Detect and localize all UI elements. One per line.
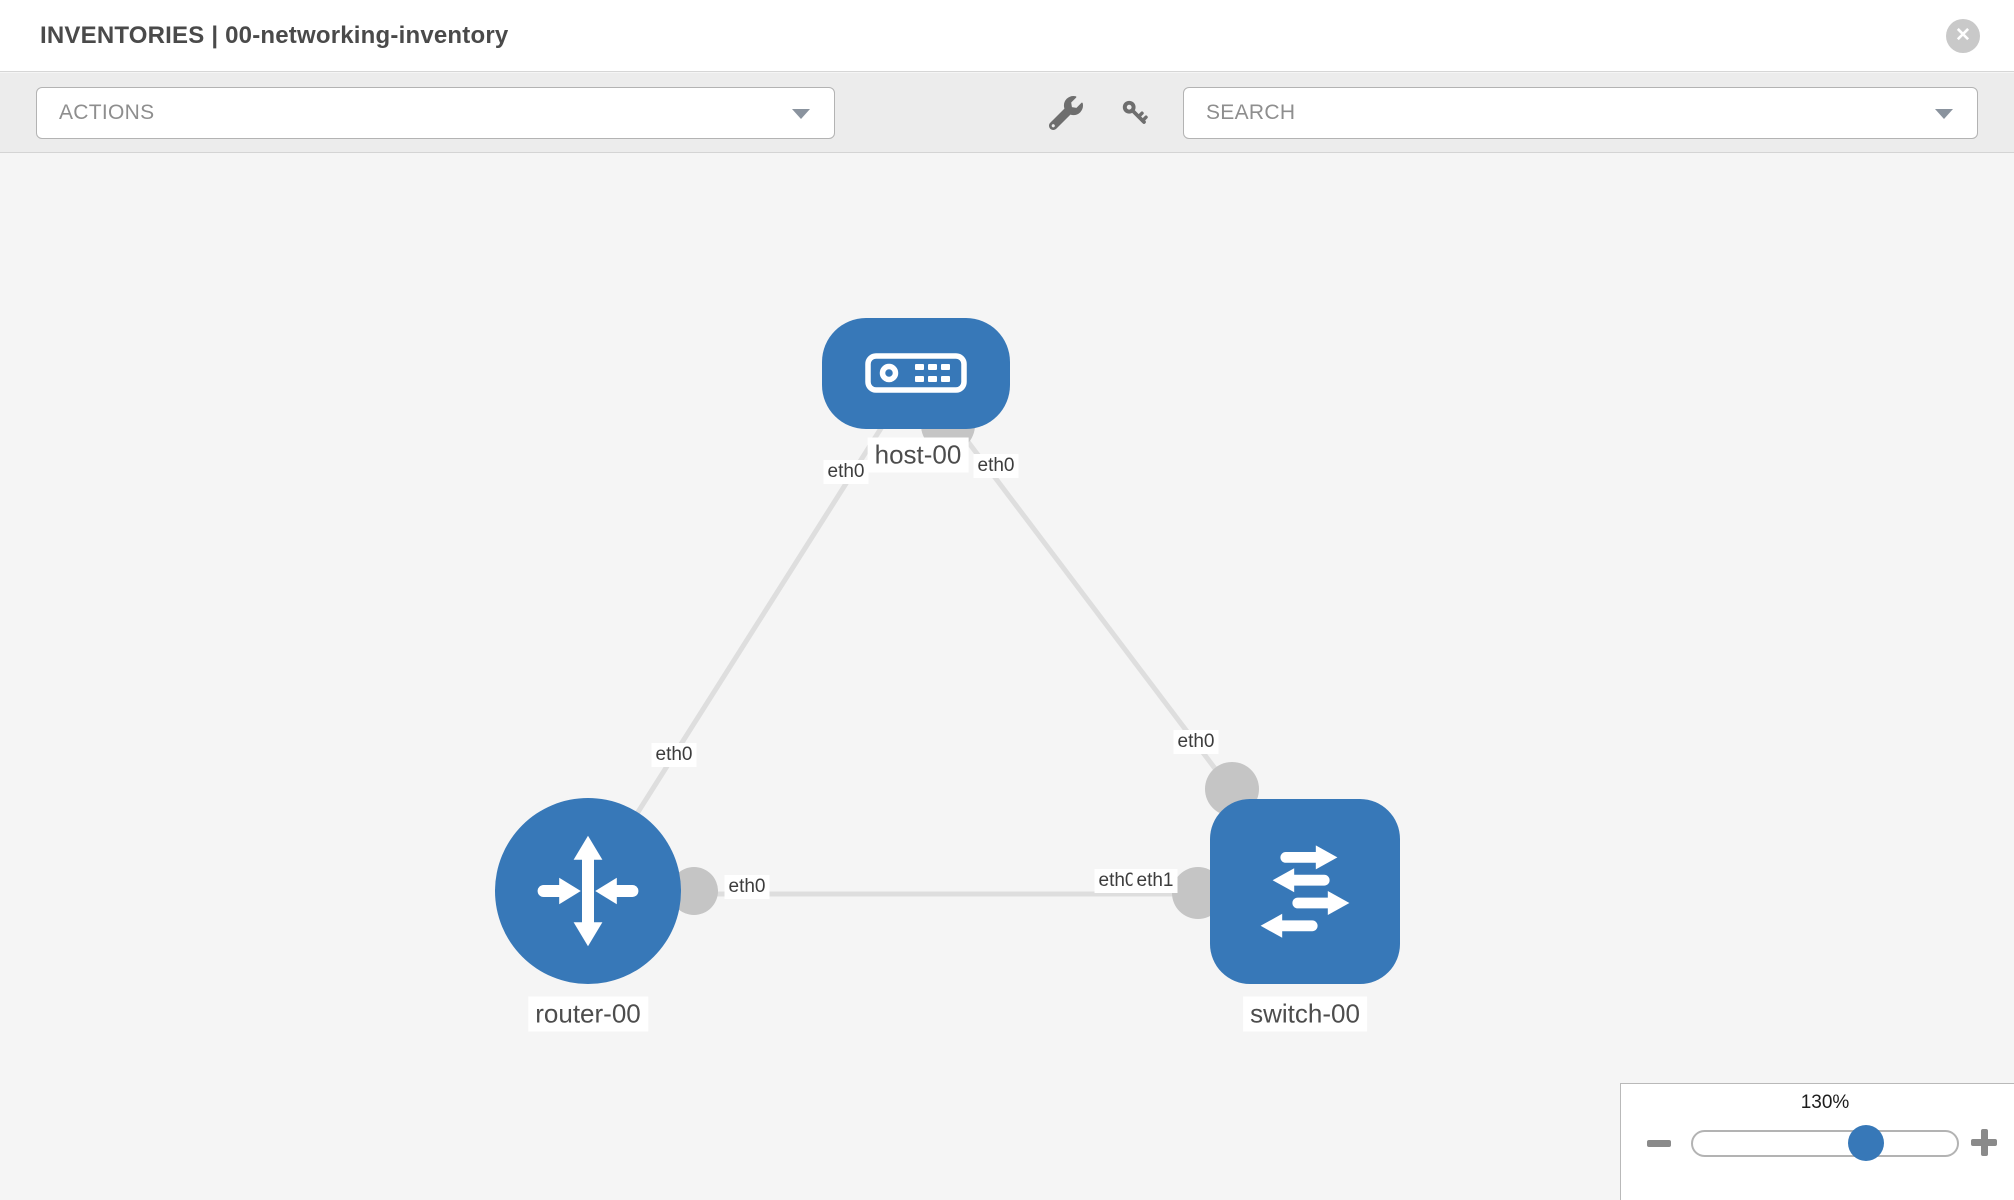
interface-label: eth0 xyxy=(1094,869,1140,893)
interface-label: eth0 xyxy=(651,743,697,767)
node-host[interactable] xyxy=(822,318,1010,429)
wrench-icon xyxy=(1044,96,1088,130)
interface-label: eth0 xyxy=(724,875,770,899)
caret-down-icon xyxy=(792,109,810,119)
node-label-switch: switch-00 xyxy=(1243,996,1367,1032)
node-label-router: router-00 xyxy=(528,996,648,1032)
zoom-out-button[interactable] xyxy=(1645,1130,1675,1156)
host-icon xyxy=(865,353,967,393)
actions-dropdown-label: ACTIONS xyxy=(59,101,155,124)
interface-label: eth0 xyxy=(823,460,869,484)
credentials-button[interactable] xyxy=(1113,95,1157,131)
node-switch[interactable] xyxy=(1210,799,1400,984)
zoom-slider-track[interactable] xyxy=(1691,1125,1959,1161)
interface-label: eth0 xyxy=(973,454,1019,478)
interface-label: eth1 xyxy=(1132,869,1178,893)
switch-icon xyxy=(1260,845,1350,938)
zoom-level: 130% xyxy=(1800,1092,1850,1113)
caret-down-icon xyxy=(1935,109,1953,119)
page-header: INVENTORIES | 00-networking-inventory ✕ xyxy=(0,0,2014,72)
close-icon[interactable]: ✕ xyxy=(1946,19,1980,53)
router-icon xyxy=(537,835,639,947)
zoom-slider-thumb[interactable] xyxy=(1848,1125,1884,1161)
topology-canvas[interactable]: host-00 router-00 switch-00 eth0 eth0 et… xyxy=(0,154,2014,1200)
tools-button[interactable] xyxy=(1044,95,1088,131)
key-icon xyxy=(1113,96,1157,130)
page-title: INVENTORIES | 00-networking-inventory xyxy=(40,21,509,49)
search-input[interactable]: SEARCH xyxy=(1183,87,1978,139)
toolbar: ACTIONS SEARCH xyxy=(0,73,2014,153)
topology-svg xyxy=(495,318,1400,984)
actions-dropdown[interactable]: ACTIONS xyxy=(36,87,835,139)
interface-label: eth0 xyxy=(1173,730,1219,754)
link-host-switch xyxy=(914,371,1234,793)
link-host-router xyxy=(585,371,919,893)
node-router[interactable] xyxy=(495,798,681,984)
minus-icon xyxy=(1647,1140,1671,1147)
search-placeholder: SEARCH xyxy=(1206,101,1296,124)
zoom-in-button[interactable] xyxy=(1969,1128,2001,1158)
zoom-panel: 130% xyxy=(1620,1083,2014,1200)
node-label-host: host-00 xyxy=(867,437,969,473)
port-router-eth0 xyxy=(670,867,718,915)
